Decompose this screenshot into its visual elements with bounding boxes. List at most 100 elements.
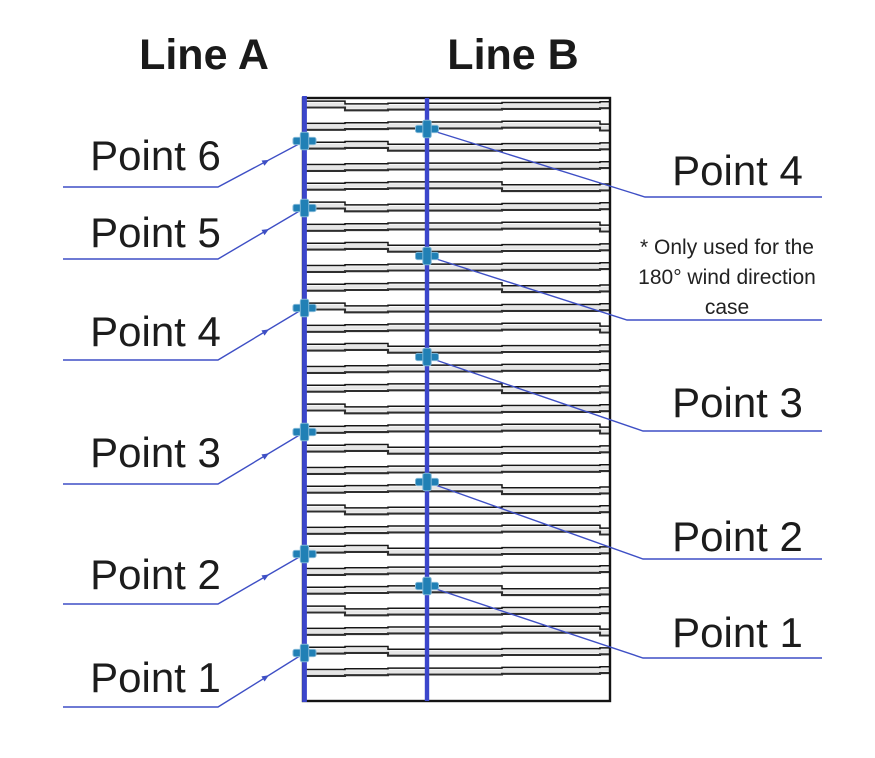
row-band <box>303 163 610 170</box>
row-line-top <box>303 362 610 368</box>
row-line-top <box>303 160 610 166</box>
row-line-bottom <box>303 672 610 677</box>
row-line-top <box>303 181 610 186</box>
row-line-bottom <box>303 227 610 233</box>
marker-vertical-bar <box>422 347 432 367</box>
row-band <box>303 143 610 150</box>
note-line-1: * Only used for the <box>640 236 814 259</box>
row-line-top <box>303 585 610 590</box>
marker-vertical-bar <box>299 131 310 151</box>
row-line-bottom <box>303 490 610 496</box>
line-a-point-label: Point 1 <box>90 654 221 701</box>
row-band <box>303 223 610 230</box>
line-b-point-label: Point 1 <box>672 609 803 656</box>
row-band <box>303 648 610 655</box>
row-line-bottom <box>303 470 610 475</box>
row-band <box>303 526 610 533</box>
row-band <box>303 385 610 392</box>
marker-vertical-bar <box>299 544 310 564</box>
point-marker <box>415 347 439 367</box>
marker-vertical-bar <box>422 472 432 492</box>
leader-line-right <box>426 128 822 198</box>
row-band <box>303 365 610 372</box>
row-line-bottom <box>303 651 610 657</box>
row-line-top <box>303 484 610 489</box>
row-line-top <box>303 342 610 348</box>
wind-direction-note: * Only used for the 180° wind direction … <box>618 233 836 323</box>
row-line-top <box>303 544 610 550</box>
point-marker <box>292 422 317 442</box>
row-line-top <box>303 403 610 408</box>
marker-vertical-bar <box>299 422 310 442</box>
leader-line-right <box>426 585 822 659</box>
row-line-top <box>303 524 610 529</box>
row-line-bottom <box>303 429 610 435</box>
line-a-point-label: Point 5 <box>90 209 221 256</box>
row-line-top <box>303 383 610 388</box>
row-line-top <box>303 322 610 327</box>
point-marker <box>292 643 317 663</box>
point-marker <box>292 131 317 151</box>
row-line-top <box>303 564 610 570</box>
marker-vertical-bar <box>299 643 310 663</box>
row-line-bottom <box>303 126 610 132</box>
row-line-bottom <box>303 409 610 415</box>
row-line-bottom <box>303 328 610 334</box>
row-line-bottom <box>303 369 610 374</box>
marker-vertical-bar <box>422 576 432 596</box>
row-band <box>303 547 610 554</box>
line-b-title: Line B <box>447 31 579 79</box>
row-band <box>303 122 610 129</box>
row-band <box>303 567 610 574</box>
row-line-top <box>303 140 610 146</box>
row-line-bottom <box>303 146 610 152</box>
point-marker <box>415 576 439 596</box>
row-line-top <box>303 302 610 307</box>
row-line-top <box>303 423 610 428</box>
row-line-bottom <box>303 550 610 556</box>
leader-arrowhead <box>261 453 270 460</box>
row-line-bottom <box>303 510 610 516</box>
line-b-point-label: Point 3 <box>672 379 803 426</box>
leader-arrowhead <box>261 228 270 236</box>
row-line-bottom <box>303 268 610 273</box>
row-line-top <box>303 241 610 247</box>
point-marker <box>292 298 317 318</box>
point-marker <box>415 246 439 266</box>
point-marker <box>292 544 317 564</box>
row-band <box>303 506 610 513</box>
line-a-point-label: Point 4 <box>90 308 221 355</box>
leader-line-left <box>63 553 305 605</box>
leader-line-right <box>426 481 822 560</box>
row-band <box>303 345 610 352</box>
row-line-top <box>303 625 610 630</box>
line-b-point-label: Point 2 <box>672 513 803 560</box>
line-a-point-label: Point 3 <box>90 429 221 476</box>
row-line-bottom <box>303 207 610 213</box>
leader-arrowhead <box>261 574 270 581</box>
row-band <box>303 425 610 432</box>
row-line-bottom <box>303 247 610 253</box>
line-a-point-label: Point 6 <box>90 132 221 179</box>
leader-line-left <box>63 207 305 260</box>
row-line-bottom <box>303 288 610 294</box>
row-line-top <box>303 282 610 287</box>
leader-arrowhead <box>261 675 269 682</box>
row-band <box>303 244 610 251</box>
row-line-bottom <box>303 348 610 354</box>
leader-line-left <box>63 652 305 708</box>
marker-vertical-bar <box>299 198 310 218</box>
row-line-top <box>303 201 610 206</box>
leader-line-note <box>426 255 822 321</box>
row-band <box>303 587 610 594</box>
row-line-bottom <box>303 389 610 395</box>
row-line-top <box>303 221 610 226</box>
point-marker <box>415 119 439 139</box>
row-band <box>303 284 610 291</box>
leader-line-right <box>426 356 822 432</box>
row-line-bottom <box>303 530 610 536</box>
row-band <box>303 466 610 473</box>
leader-line-left <box>63 431 305 485</box>
